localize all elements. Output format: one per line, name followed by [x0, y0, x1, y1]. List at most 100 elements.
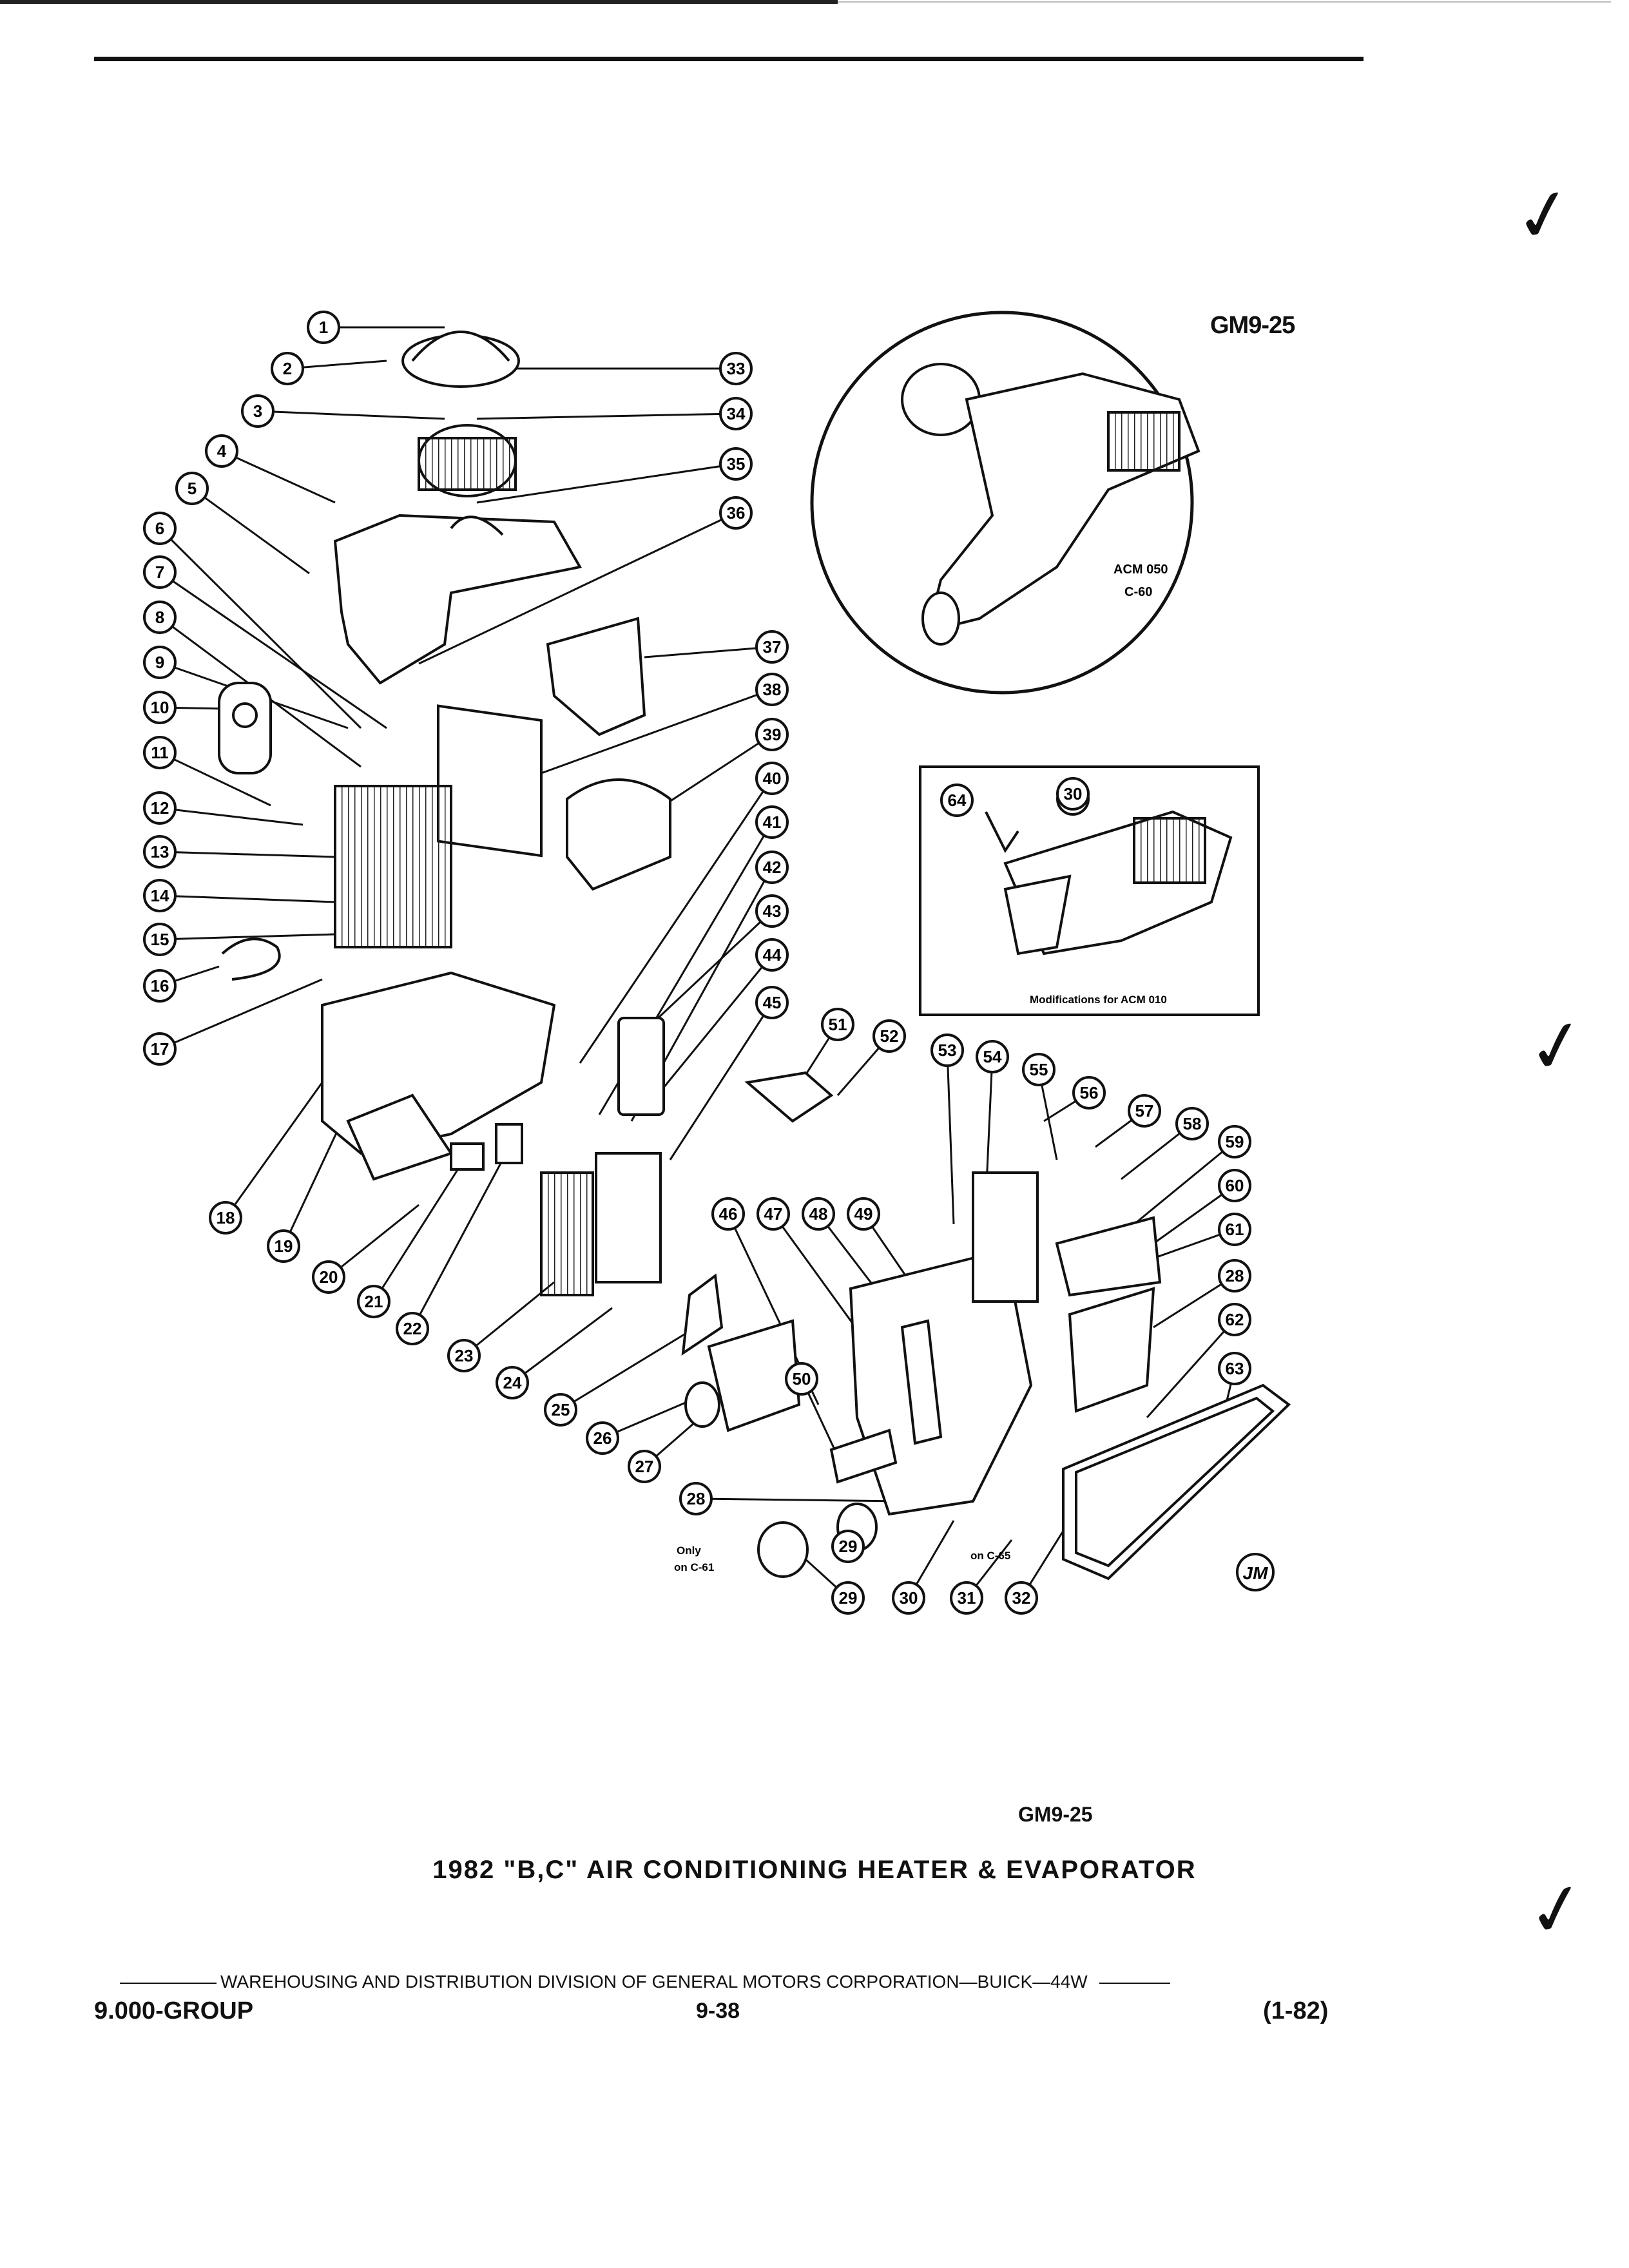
callout-43-circle — [755, 894, 789, 928]
callout-29-circle — [831, 1581, 865, 1615]
callout-56-label: 56 — [1080, 1083, 1099, 1102]
plate-50 — [829, 1428, 898, 1484]
callout-46-label: 46 — [719, 1204, 738, 1224]
inset-circle-label-2: C-60 — [1124, 585, 1152, 599]
callout-18-leader — [224, 1082, 323, 1218]
callout-62-label: 62 — [1226, 1310, 1244, 1329]
callout-4-label: 4 — [217, 441, 227, 461]
gasket-63-inner — [1075, 1396, 1275, 1568]
callout-1-label: 1 — [319, 318, 328, 337]
callout-13-circle — [143, 835, 177, 869]
callout-62-circle — [1218, 1303, 1251, 1336]
callout-42-label: 42 — [763, 858, 782, 877]
baffle — [546, 617, 646, 736]
callout-50-circle — [785, 1362, 818, 1396]
callout-32-label: 32 — [1012, 1588, 1031, 1608]
inset-callout-30-label: 30 — [1064, 784, 1083, 803]
callout-15-leader — [159, 933, 336, 941]
callout-24-label: 24 — [503, 1373, 522, 1392]
callout-25-label: 25 — [552, 1400, 570, 1419]
note-c61: on C-61 — [674, 1561, 714, 1573]
callout-43-leader — [643, 910, 773, 1032]
callout-11-circle — [143, 736, 177, 769]
callout-22-circle — [396, 1312, 429, 1345]
callout-62-leader — [1146, 1318, 1236, 1419]
callout-20-leader — [328, 1204, 419, 1278]
callout-5-leader — [191, 487, 310, 575]
callout-31-circle — [950, 1581, 983, 1615]
callout-12-label: 12 — [151, 798, 169, 818]
inset-box-art — [985, 810, 1233, 956]
callout-2-circle — [271, 352, 304, 385]
callout-6-label: 6 — [155, 519, 164, 538]
callout-43-label: 43 — [763, 901, 782, 921]
callout-34-circle — [719, 397, 753, 430]
filter-frame — [437, 704, 543, 858]
callout-36-circle — [719, 496, 753, 530]
callout-53-circle — [930, 1033, 964, 1067]
callout-13-label: 13 — [151, 842, 169, 861]
callout-4-leader — [221, 450, 336, 504]
callout-6-leader — [159, 527, 362, 729]
callout-9-circle — [143, 646, 177, 679]
callout-11-leader — [159, 751, 271, 807]
blower-cover-dome — [411, 331, 510, 362]
callout-26-circle — [586, 1421, 619, 1455]
figure-title: 1982 "B,C" AIR CONDITIONING HEATER & EVA… — [432, 1856, 1197, 1884]
callout-38-leader — [541, 688, 773, 774]
seal — [617, 1017, 665, 1116]
callout-47-circle — [757, 1197, 790, 1231]
footer-dash-right — [1099, 1982, 1170, 1984]
callout-8-label: 8 — [155, 608, 164, 627]
callout-58-circle — [1175, 1107, 1209, 1140]
callout-23-circle — [447, 1339, 481, 1372]
upper-case-opening — [450, 515, 504, 536]
callout-63-label: 63 — [1226, 1359, 1244, 1378]
callout-39-label: 39 — [763, 725, 782, 744]
stamp-circle — [1236, 1553, 1275, 1591]
callout-7-label: 7 — [155, 562, 164, 582]
callout-45-leader — [669, 1002, 773, 1160]
blower-wheel-fins — [418, 437, 517, 491]
callout-40-leader — [579, 778, 773, 1064]
heater-core-outline — [540, 1171, 594, 1296]
callout-41-label: 41 — [763, 812, 782, 832]
callout-59-leader — [1133, 1140, 1235, 1225]
callout-extra-29-circle — [831, 1530, 865, 1563]
callout-1-circle — [307, 311, 340, 344]
callout-8-circle — [143, 601, 177, 634]
callout-33-label: 33 — [727, 359, 746, 378]
callout-52-circle — [872, 1019, 906, 1053]
gasket-ring — [221, 937, 281, 981]
link-48 — [900, 1319, 943, 1445]
callout-12-circle — [143, 791, 177, 825]
callout-37-label: 37 — [763, 637, 782, 657]
callout-35-circle — [719, 447, 753, 481]
callout-22-label: 22 — [403, 1319, 422, 1338]
footer-page: 9-38 — [696, 1999, 740, 2023]
callout-3-leader — [257, 410, 445, 420]
callout-54-label: 54 — [983, 1047, 1002, 1066]
evaporator-core-outline — [334, 785, 452, 948]
callout-61-circle — [1218, 1213, 1251, 1246]
footer-date: (1-82) — [1263, 1997, 1329, 2024]
callout-15-circle — [143, 923, 177, 956]
callout-36-leader — [418, 512, 737, 665]
panel-54 — [972, 1171, 1039, 1303]
callout-18-label: 18 — [217, 1208, 235, 1227]
callout-39-leader — [663, 733, 773, 807]
callout-54-circle — [976, 1040, 1009, 1073]
callout-28-leader — [695, 1497, 903, 1503]
callout-14-circle — [143, 879, 177, 912]
bracket-21 — [450, 1142, 485, 1171]
stamp-text: JM — [1243, 1563, 1269, 1583]
outlet-61 — [1055, 1216, 1162, 1297]
callout-41-circle — [755, 805, 789, 839]
inset-circle-art — [901, 363, 1200, 646]
callout-11-label: 11 — [151, 743, 169, 762]
actuator-27 — [707, 1319, 801, 1432]
rod-51 — [744, 1071, 834, 1123]
callout-3-circle — [241, 394, 275, 428]
callout-16-circle — [143, 969, 177, 1003]
callout-28-label: 28 — [687, 1489, 706, 1508]
